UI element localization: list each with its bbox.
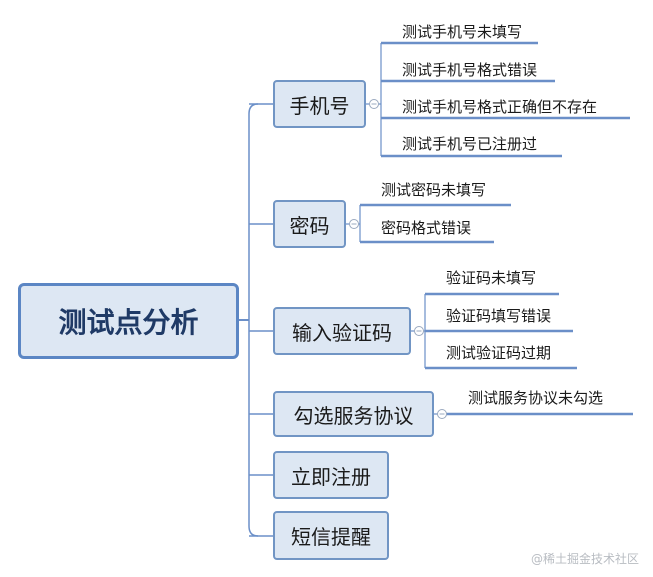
leaf-node[interactable]: 密码格式错误 (381, 219, 472, 237)
trunk-line (248, 103, 259, 537)
leaf-node[interactable]: 测试验证码过期 (446, 344, 552, 362)
leaf-node[interactable]: 测试手机号已注册过 (402, 135, 538, 153)
leaf-node[interactable]: 验证码未填写 (446, 269, 537, 287)
leaf-node[interactable]: 测试密码未填写 (381, 181, 487, 199)
leaf-node[interactable]: 测试手机号格式正确但不存在 (402, 98, 598, 116)
branch-node-verification-code[interactable]: 输入验证码 (273, 307, 411, 355)
leaf-node[interactable]: 测试手机号格式错误 (402, 61, 538, 79)
leaf-node[interactable]: 测试服务协议未勾选 (468, 389, 604, 407)
branch-node-phone[interactable]: 手机号 (273, 80, 366, 128)
leaf-node[interactable]: 测试手机号未填写 (402, 23, 523, 41)
branch-node-sms-reminder[interactable]: 短信提醒 (273, 511, 389, 560)
leaf-node[interactable]: 验证码填写错误 (446, 307, 552, 325)
branch-node-password[interactable]: 密码 (273, 200, 346, 248)
branch-node-register-now[interactable]: 立即注册 (273, 451, 389, 499)
root-node[interactable]: 测试点分析 (18, 283, 239, 359)
branch-node-service-agreement[interactable]: 勾选服务协议 (273, 391, 434, 437)
watermark: @稀土掘金技术社区 (530, 552, 639, 566)
